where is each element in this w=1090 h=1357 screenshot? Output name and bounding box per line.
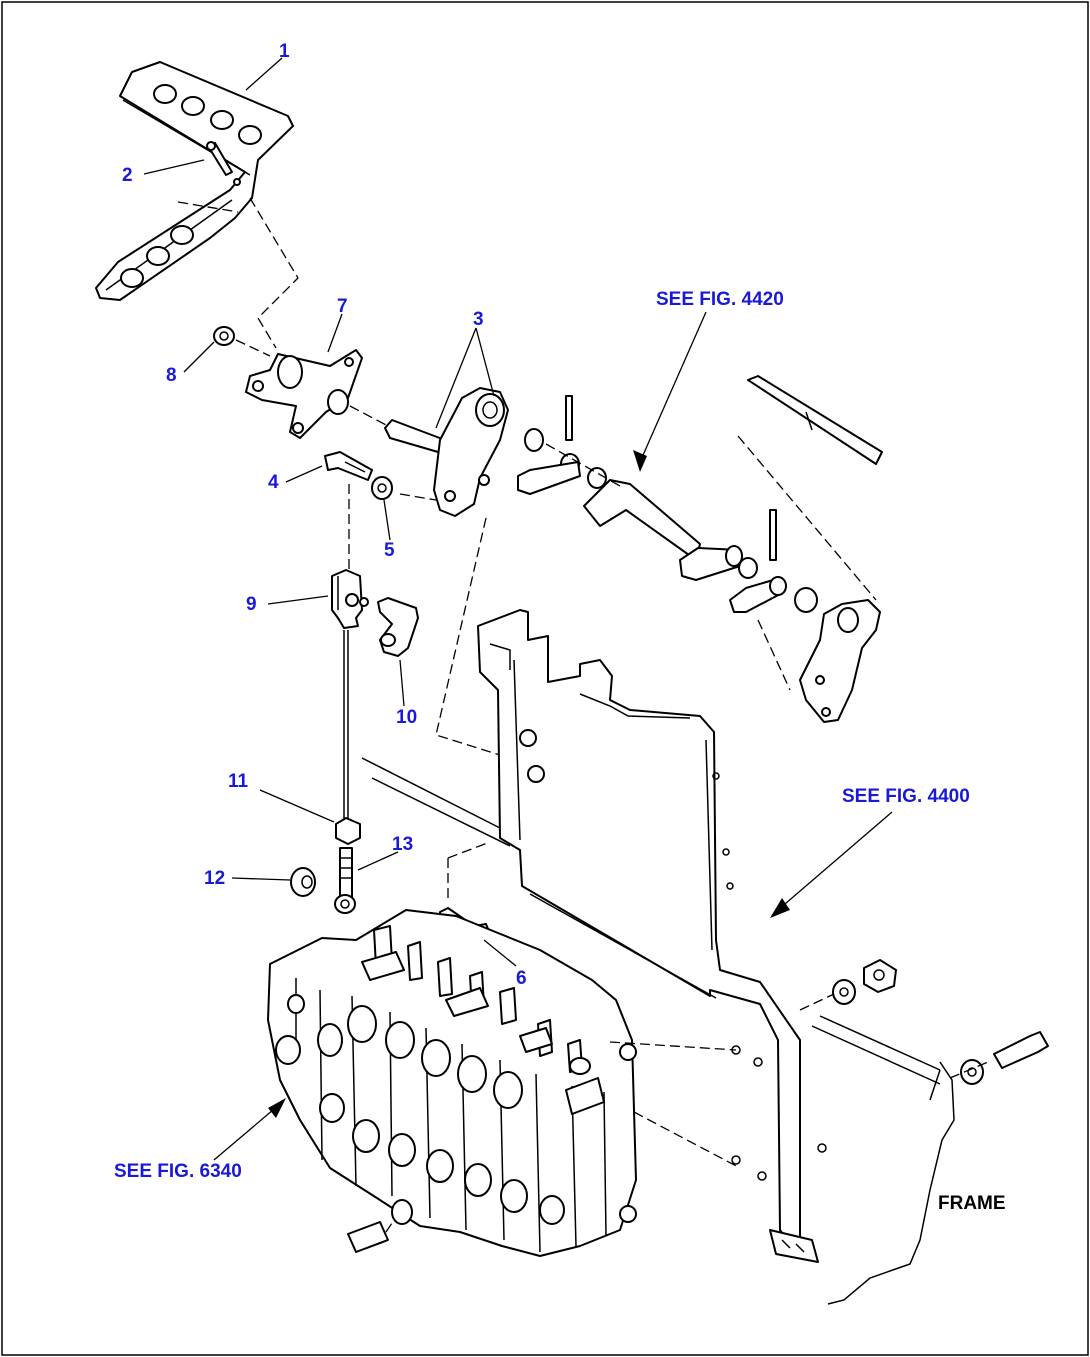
- nut-12: [290, 867, 316, 897]
- frame-outline-2: [929, 1069, 941, 1101]
- ref-label-4400: SEE FIG. 4400: [842, 786, 970, 807]
- callout-5: 5: [384, 540, 395, 561]
- ref-arrow-4420: [633, 311, 707, 472]
- rod: [343, 630, 349, 820]
- nut-8: [213, 326, 235, 346]
- linkage-assembly: [517, 375, 883, 723]
- assembly-line-6: [447, 841, 491, 900]
- ref-arrow-6340: [213, 1098, 286, 1161]
- callout-8: 8: [166, 365, 177, 386]
- leader-lines: [143, 57, 517, 967]
- arm-3: [384, 387, 509, 517]
- frame-label: FRAME: [938, 1193, 1006, 1214]
- callout-10: 10: [396, 707, 417, 728]
- washer-5: [371, 476, 393, 500]
- pin-2: [206, 141, 241, 186]
- clip-pin-10: [359, 597, 419, 657]
- lever-bracket-7: [245, 349, 363, 439]
- rod-end-13: [334, 847, 356, 914]
- callout-6: 6: [516, 968, 527, 989]
- frame-outline: [827, 1061, 955, 1305]
- callout-13: 13: [392, 834, 413, 855]
- ref-label-6340: SEE FIG. 6340: [114, 1161, 242, 1182]
- callout-9: 9: [246, 594, 257, 615]
- callout-12: 12: [204, 868, 225, 889]
- pedal-plate: [95, 61, 294, 301]
- ref-label-4420: SEE FIG. 4420: [656, 289, 784, 310]
- ref-arrow-4400: [770, 811, 893, 918]
- callout-7: 7: [337, 296, 348, 317]
- shaft-axis: [235, 339, 271, 357]
- callout-2: 2: [122, 165, 133, 186]
- frame-bracket: [361, 609, 941, 1263]
- assembly-line-2: [399, 493, 437, 501]
- callout-11: 11: [228, 771, 249, 792]
- shaft-axis-2: [349, 405, 389, 427]
- callout-3: 3: [473, 309, 484, 330]
- clevis-9: [331, 569, 363, 629]
- bolt-4: [324, 451, 373, 481]
- callout-1: 1: [279, 41, 290, 62]
- callout-4: 4: [268, 472, 279, 493]
- assembly-line-1: [249, 197, 299, 349]
- nut-11: [335, 817, 361, 845]
- frame-bolt-assembly: [799, 959, 1049, 1085]
- control-valve: [267, 909, 741, 1257]
